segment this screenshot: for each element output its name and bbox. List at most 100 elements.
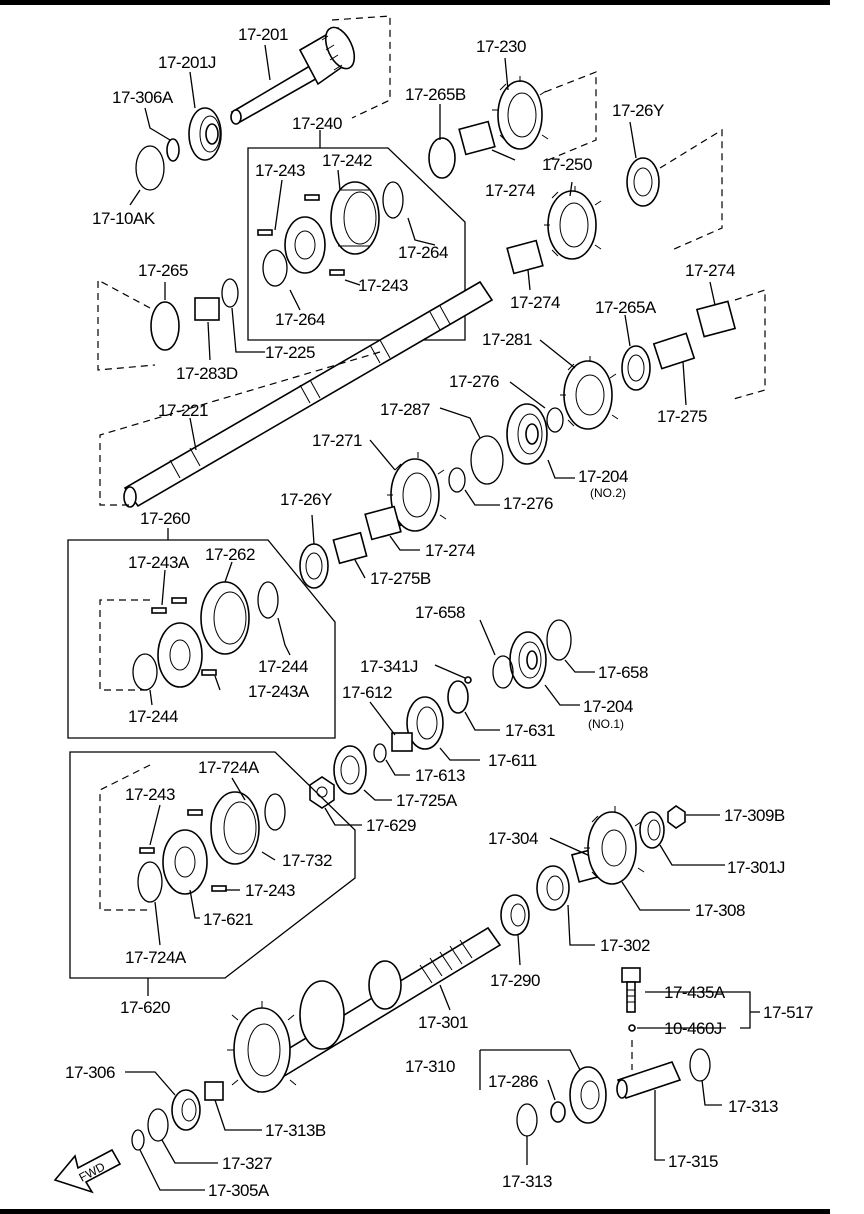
label-17-313-a: 17-313: [728, 1097, 778, 1116]
label-17-244-a: 17-244: [258, 657, 308, 676]
needle-bearing-17-274d: [364, 505, 402, 541]
label-17-306A: 17-306A: [112, 88, 174, 107]
label-17-204-no2: 17-204: [578, 467, 628, 486]
synchro-ring-17-265B: [428, 137, 456, 179]
ball-10-460J: [628, 1024, 636, 1032]
label-17-26Y-b: 17-26Y: [280, 490, 332, 509]
needle-bearing-17-283D: [194, 297, 220, 321]
label-17-283D: 17-283D: [176, 364, 238, 383]
fwd-arrow-icon: [53, 1148, 122, 1194]
label-17-629: 17-629: [366, 816, 416, 835]
snap-ring-17-305A: [131, 1129, 145, 1151]
label-17-301J: 17-301J: [727, 858, 785, 877]
spring-17-724A-a: [264, 793, 286, 831]
bearing-17-306: [171, 1089, 201, 1131]
label-17-276-a: 17-276: [449, 372, 499, 391]
label-17-10AK: 17-10AK: [92, 209, 156, 228]
snap-ring-17-306A: [166, 138, 180, 162]
gear-17-230: [492, 76, 549, 150]
snap-ring-17-225: [221, 278, 239, 308]
gear-17-611: [406, 696, 444, 750]
bearing-17-204-no1: [509, 631, 547, 689]
collar-17-313B: [204, 1081, 224, 1101]
gear-17-250: [544, 186, 602, 260]
box-17-240: [247, 147, 466, 341]
label-17-310: 17-310: [405, 1057, 455, 1076]
label-17-201: 17-201: [238, 25, 288, 44]
part-labels: 17-201 17-201J 17-306A 17-10AK 17-240 17…: [65, 25, 813, 1200]
label-17-243A-a: 17-243A: [128, 553, 190, 572]
key-17-243-c: [187, 809, 203, 816]
synchro-ring-17-265A: [621, 345, 651, 391]
snap-ring-17-276a: [546, 407, 564, 433]
key-17-243A-b: [171, 597, 187, 604]
label-17-243-d: 17-243: [245, 881, 295, 900]
key-17-243-e: [211, 885, 227, 892]
ball-17-341J: [464, 676, 472, 684]
bottom-border: [0, 1209, 830, 1214]
label-17-290: 17-290: [490, 971, 540, 990]
label-17-313-b: 17-313: [502, 1172, 552, 1191]
label-17-243A-b: 17-243A: [248, 682, 310, 701]
label-17-244-b: 17-244: [128, 707, 178, 726]
snap-ring-17-276b: [448, 467, 466, 493]
snap-ring-17-658b: [546, 619, 572, 661]
label-no1: (NO.1): [588, 717, 624, 731]
label-17-230: 17-230: [476, 37, 526, 56]
label-17-305A: 17-305A: [208, 1181, 270, 1200]
label-17-274-c: 17-274: [685, 261, 735, 280]
label-17-262: 17-262: [205, 545, 255, 564]
ring-17-631: [447, 680, 469, 714]
synchronizer-hub-17-732: [162, 791, 260, 895]
spring-17-244b: [132, 653, 158, 691]
synchronizer-hub-17-262: [157, 581, 250, 688]
synchro-ring-17-26Y-b: [299, 543, 329, 589]
spring-17-724A-b: [137, 861, 163, 903]
label-17-611: 17-611: [488, 751, 537, 770]
label-17-658-b: 17-658: [598, 663, 648, 682]
dashed-guide: [729, 289, 766, 401]
washer-17-327: [147, 1108, 169, 1142]
dashed-guide: [99, 764, 151, 911]
needle-bearing-17-274a: [458, 120, 496, 156]
label-17-274-d: 17-274: [425, 541, 475, 560]
ring-17-287: [470, 435, 504, 485]
label-17-341J: 17-341J: [360, 657, 418, 676]
washer-17-313a: [516, 1103, 538, 1137]
label-17-287: 17-287: [380, 400, 430, 419]
label-no2: (NO.2): [590, 486, 626, 500]
label-17-302: 17-302: [600, 936, 650, 955]
label-17-631: 17-631: [505, 721, 555, 740]
bolt-17-435A: [621, 967, 641, 1013]
spring-17-244a: [257, 581, 279, 619]
gear-17-302: [536, 865, 570, 911]
bearing-17-301J: [639, 811, 665, 849]
dashed-guide: [331, 15, 391, 119]
label-17-613: 17-613: [415, 766, 465, 785]
needle-bearing-17-274b: [506, 239, 544, 275]
main-shaft-17-221: [123, 280, 494, 508]
label-17-201J: 17-201J: [158, 53, 216, 72]
box-17-260: [67, 539, 336, 739]
label-17-265B: 17-265B: [405, 85, 466, 104]
label-17-242: 17-242: [322, 151, 372, 170]
label-17-274-a: 17-274: [485, 181, 535, 200]
washer-17-313b: [689, 1048, 711, 1082]
label-17-276-b: 17-276: [503, 494, 553, 513]
label-17-308: 17-308: [695, 901, 745, 920]
label-17-724A-b: 17-724A: [125, 948, 187, 967]
needle-bearing-17-612: [391, 732, 413, 752]
bearing-17-286: [550, 1101, 566, 1123]
label-17-264-a: 17-264: [398, 243, 448, 262]
synchronizer-hub-17-242: [284, 181, 380, 274]
gear-17-271: [387, 452, 447, 532]
key-17-243a: [304, 194, 320, 201]
label-17-221: 17-221: [158, 401, 208, 420]
dashed-guide: [97, 278, 156, 371]
synchro-ring-17-265: [150, 301, 180, 351]
label-17-275B: 17-275B: [370, 569, 431, 588]
nut-17-309B: [667, 805, 686, 829]
label-17-304: 17-304: [488, 829, 538, 848]
label-17-306: 17-306: [65, 1063, 115, 1082]
label-17-204-no1: 17-204: [583, 697, 633, 716]
